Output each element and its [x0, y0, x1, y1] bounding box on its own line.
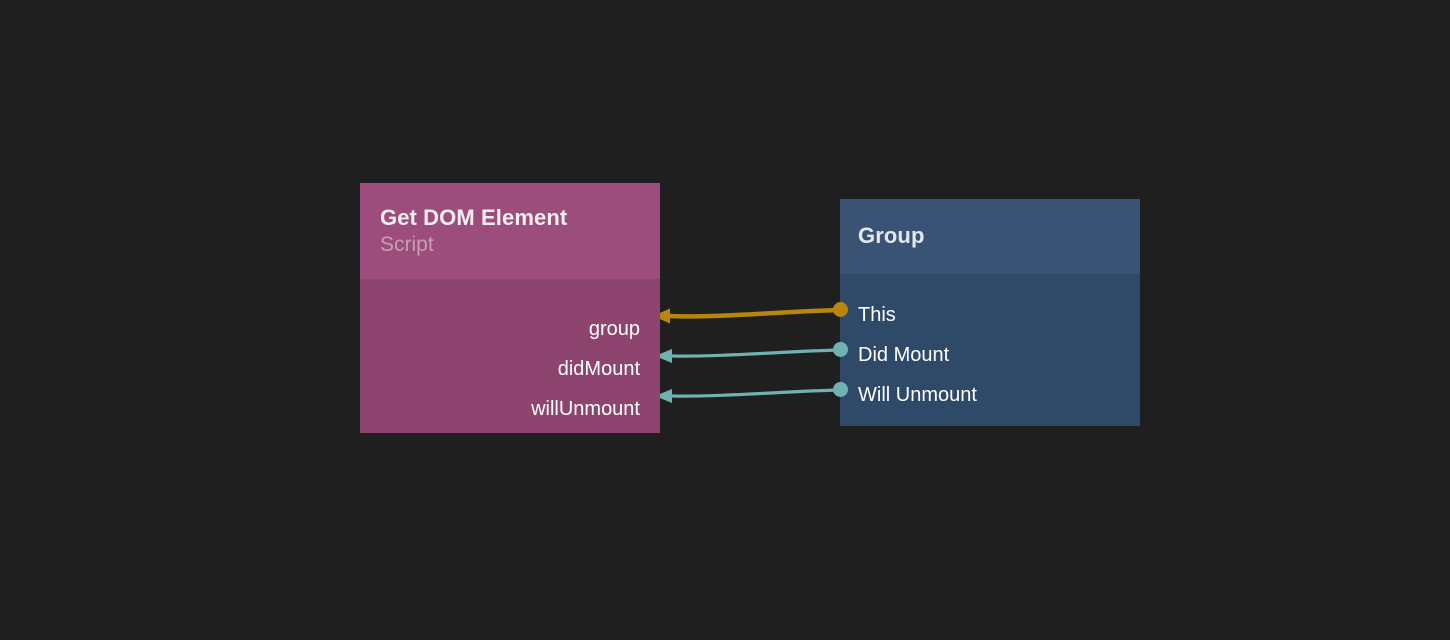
edge-this-to-group[interactable] [653, 307, 843, 324]
node-title: Get DOM Element [380, 205, 568, 230]
output-port-group[interactable]: group [589, 316, 640, 342]
input-port-will-unmount[interactable]: Will Unmount [858, 382, 977, 408]
edge-path [665, 307, 843, 319]
node-header-get-dom-element[interactable]: Get DOM Element Script [360, 183, 660, 279]
edge-path [670, 388, 842, 398]
input-port-label: Did Mount [858, 344, 950, 366]
port-dot-this[interactable] [833, 302, 848, 317]
node-body-group: This Did Mount Will Unmount [840, 274, 1140, 426]
edge-didmount-to-didmount[interactable] [655, 348, 842, 363]
output-port-label: didMount [557, 358, 640, 380]
input-port-did-mount[interactable]: Did Mount [858, 342, 949, 368]
edge-path [670, 348, 842, 358]
node-body-get-dom-element: group didMount willUnmount [360, 279, 660, 433]
input-port-label: This [858, 304, 896, 326]
node-subtitle: Script [380, 233, 434, 256]
output-port-label: group [588, 318, 640, 340]
node-group[interactable]: Group This Did Mount Will Unmount [840, 199, 1140, 426]
node-header-group[interactable]: Group [840, 199, 1140, 274]
output-port-didmount[interactable]: didMount [558, 356, 640, 382]
input-port-this[interactable]: This [858, 302, 896, 328]
port-dot-will-unmount[interactable] [833, 382, 848, 397]
output-port-willunmount[interactable]: willUnmount [531, 396, 640, 422]
port-dot-did-mount[interactable] [833, 342, 848, 357]
node-title: Group [858, 223, 925, 248]
output-port-label: willUnmount [531, 398, 640, 420]
edge-willunmount-to-willunmount[interactable] [655, 388, 842, 403]
node-get-dom-element[interactable]: Get DOM Element Script group didMount wi… [360, 183, 660, 433]
input-port-label: Will Unmount [858, 384, 977, 406]
